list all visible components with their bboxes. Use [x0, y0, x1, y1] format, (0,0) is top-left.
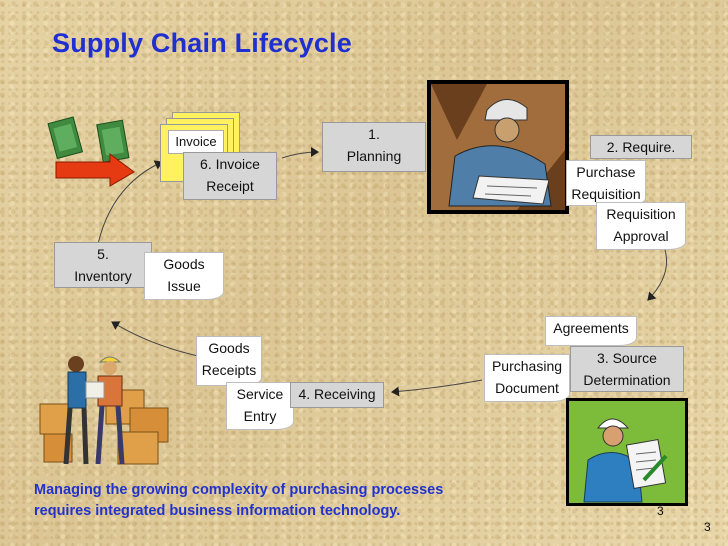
inventory-line2: Inventory	[74, 268, 132, 284]
invoice-receipt-line1: 6. Invoice	[200, 156, 260, 172]
step-5-inventory: 5. Inventory	[54, 242, 152, 288]
step-1-planning: 1. Planning	[322, 122, 426, 172]
goods-issue-doc: Goods Issue	[144, 252, 224, 300]
purchase-requisition-line1: Purchase	[576, 164, 636, 180]
step-6-invoice-receipt: 6. Invoice Receipt	[183, 152, 277, 200]
agreements-doc: Agreements	[545, 316, 637, 346]
arrow-receipts-to-inventory	[111, 321, 199, 357]
requisition-approval-line1: Requisition	[606, 206, 676, 222]
arrow-inventory-to-invoice	[97, 160, 163, 245]
goods-issue-line2: Issue	[167, 278, 201, 294]
footer-line2: requires integrated business information…	[34, 503, 401, 519]
source-determination-line2: Determination	[583, 372, 671, 388]
step-3-source-determination: 3. Source Determination	[570, 346, 684, 392]
footer-caption: Managing the growing complexity of purch…	[34, 480, 443, 522]
purchase-requisition-line2: Requisition	[571, 186, 641, 202]
invoice-receipt-line2: Receipt	[206, 178, 254, 194]
goods-issue-line1: Goods	[163, 256, 205, 272]
arrow-document-to-receiving	[391, 379, 483, 397]
arrow-approval-to-source	[647, 249, 668, 301]
goods-receipts-doc: Goods Receipts	[196, 336, 262, 386]
purchasing-document-line2: Document	[495, 380, 559, 396]
requisition-approval-doc: Requisition Approval	[596, 202, 686, 250]
purchase-requisition-doc: Purchase Requisition	[566, 160, 646, 206]
requisition-approval-line2: Approval	[613, 228, 669, 244]
service-entry-doc: Service Entry	[226, 382, 294, 430]
inspector-clipboard-icon	[566, 398, 688, 506]
warehouse-workers-icon	[39, 356, 169, 465]
purchasing-document-line1: Purchasing	[491, 358, 563, 374]
planning-line2: Planning	[346, 148, 402, 164]
money-flow-icon	[47, 116, 135, 187]
planner-clipart-icon	[427, 80, 569, 214]
page-title: Supply Chain Lifecycle	[52, 28, 352, 58]
source-determination-line1: 3. Source	[597, 350, 657, 366]
purchasing-document-doc: Purchasing Document	[484, 354, 570, 402]
footer-line1: Managing the growing complexity of purch…	[34, 482, 444, 498]
service-entry-line1: Service	[236, 386, 284, 402]
invoice-doc-label: Invoice	[168, 130, 224, 154]
step-2-require: 2. Require.	[590, 135, 692, 159]
goods-receipts-line1: Goods	[208, 340, 250, 356]
inventory-line1: 5.	[97, 246, 109, 262]
service-entry-line2: Entry	[243, 408, 277, 424]
inner-page-number: 3	[657, 504, 664, 518]
goods-receipts-line2: Receipts	[201, 362, 257, 378]
slide-number: 3	[704, 520, 711, 534]
step-4-receiving: 4. Receiving	[290, 382, 384, 408]
planning-line1: 1.	[368, 126, 380, 142]
arrow-invoice-to-planning	[281, 147, 319, 159]
